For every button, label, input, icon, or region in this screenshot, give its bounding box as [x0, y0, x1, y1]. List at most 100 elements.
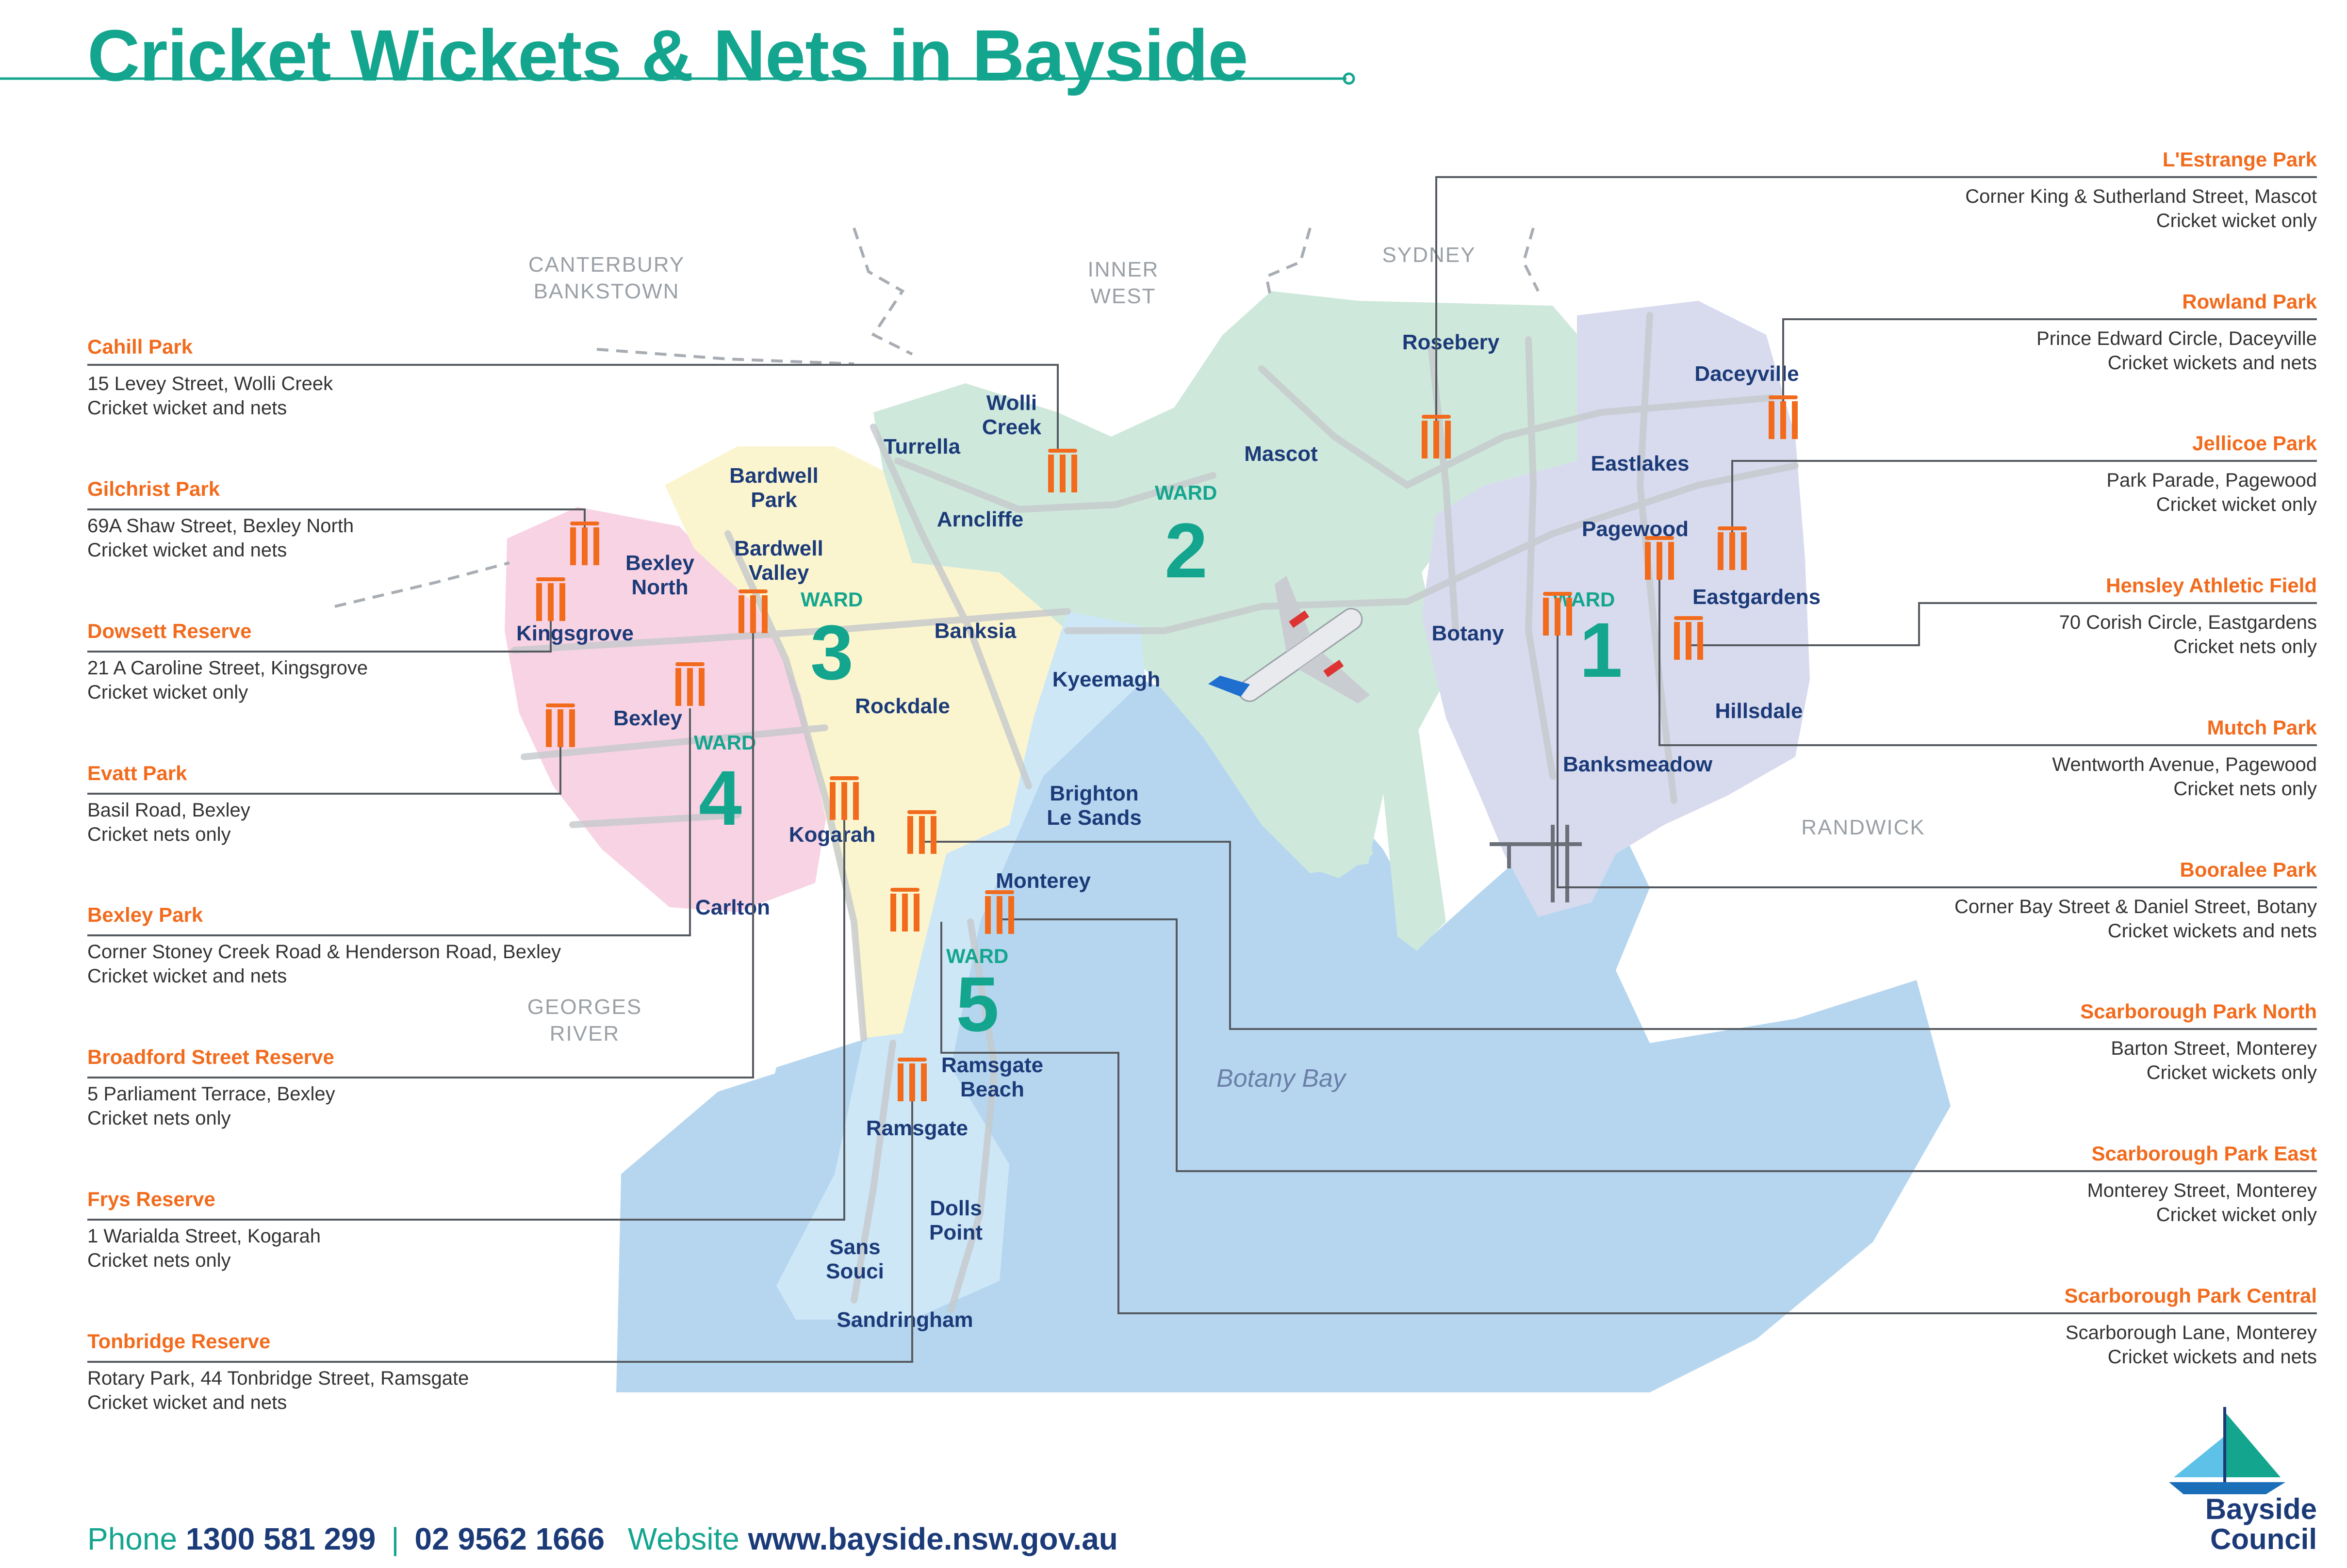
location-cahill-park: Cahill Park 15 Levey Street, Wolli Creek… [87, 334, 815, 420]
website-label: Website [627, 1521, 739, 1556]
title-underline-dot [1343, 72, 1355, 85]
suburb-kyeemagh: Kyeemagh [1052, 668, 1161, 691]
suburb-wolli-creek-line1: Wolli [986, 391, 1037, 415]
location-facilities: Cricket wicket only [2156, 494, 2317, 515]
phone-number-2[interactable]: 02 9562 1666 [414, 1521, 605, 1556]
wicket-icon-evatt-park[interactable] [546, 703, 575, 747]
location-address: 1 Warialda Street, Kogarah [87, 1225, 321, 1247]
location-rowland-park: Rowland Park Prince Edward Circle, Dacey… [1589, 289, 2317, 375]
location-address: 15 Levey Street, Wolli Creek [87, 373, 333, 394]
ward-3-number: 3 [810, 609, 853, 696]
wicket-icon-jellicoe-park[interactable] [1718, 526, 1747, 570]
suburb-rosebery: Rosebery [1402, 330, 1500, 354]
location-name: Evatt Park [87, 762, 187, 784]
location-name: Bexley Park [87, 903, 203, 926]
region-inner-west-line2: WEST [1090, 284, 1156, 308]
location-name: Cahill Park [87, 335, 193, 358]
suburb-dolls-point-line1: Dolls [930, 1196, 982, 1220]
wicket-icon-frys-reserve[interactable] [830, 776, 859, 820]
suburb-sans-souci-line2: Souci [826, 1259, 884, 1283]
ward-2-number: 2 [1165, 507, 1208, 594]
airport-runway-main [1262, 631, 1373, 878]
suburb-wolli-creek-line2: Creek [982, 415, 1042, 439]
suburb-eastgardens: Eastgardens [1692, 585, 1821, 609]
location-address: Prince Edward Circle, Daceyville [2036, 328, 2317, 349]
location-name: Rowland Park [2182, 290, 2317, 313]
suburb-botany: Botany [1431, 621, 1504, 645]
suburb-monterey: Monterey [996, 869, 1091, 893]
location-address: Corner Bay Street & Daniel Street, Botan… [1954, 896, 2317, 917]
ward-2-label: WARD [1155, 481, 1217, 504]
location-mutch-park: Mutch Park Wentworth Avenue, Pagewood Cr… [1589, 715, 2317, 801]
suburb-sans-souci-line1: Sans [829, 1235, 880, 1259]
location-facilities: Cricket wicket and nets [87, 965, 287, 987]
wicket-icon-scarborough-park-central[interactable] [890, 888, 919, 931]
suburb-daceyville: Daceyville [1694, 362, 1799, 386]
region-randwick: RANDWICK [1801, 816, 1925, 839]
phone-number-1[interactable]: 1300 581 299 [185, 1521, 376, 1556]
location-facilities: Cricket wicket and nets [87, 1392, 287, 1413]
page-title: Cricket Wickets & Nets in Bayside [87, 15, 1248, 96]
suburb-bardwell-valley-line1: Bardwell [734, 537, 823, 560]
logo-line-2: Council [2210, 1523, 2317, 1555]
location-name: Tonbridge Reserve [87, 1330, 271, 1353]
region-canterbury-line1: CANTERBURY [528, 253, 685, 277]
suburb-ramsgate-beach-line2: Beach [960, 1078, 1024, 1101]
wicket-icon-scarborough-park-east[interactable] [985, 890, 1014, 934]
suburb-brighton-line1: Brighton [1050, 782, 1138, 805]
suburb-ramsgate: Ramsgate [866, 1116, 968, 1140]
location-name: Scarborough Park North [2080, 1000, 2317, 1023]
suburb-bexley-north-line1: Bexley [625, 551, 694, 575]
phone-separator: | [391, 1521, 399, 1556]
suburb-ramsgate-beach-line1: Ramsgate [941, 1053, 1043, 1077]
location-evatt-park: Evatt Park Basil Road, Bexley Cricket ne… [87, 760, 815, 847]
botany-bay-label: Botany Bay [1216, 1064, 1347, 1093]
website-link[interactable]: www.bayside.nsw.gov.au [748, 1521, 1118, 1556]
suburb-turrella: Turrella [884, 435, 961, 458]
wicket-icon-scarborough-park-north[interactable] [907, 810, 936, 854]
region-georges-river-line1: GEORGES [527, 995, 642, 1019]
location-name: Scarborough Park Central [2064, 1284, 2317, 1307]
wicket-icon-tonbridge-reserve[interactable] [898, 1058, 927, 1101]
ward-4-area [505, 507, 830, 912]
location-address: Corner Stoney Creek Road & Henderson Roa… [87, 941, 561, 963]
location-address: 69A Shaw Street, Bexley North [87, 515, 354, 537]
location-address: Corner King & Sutherland Street, Mascot [1965, 186, 2317, 207]
suburb-bardwell-park-line2: Park [751, 488, 797, 512]
location-address: 5 Parliament Terrace, Bexley [87, 1083, 335, 1105]
location-tonbridge-reserve: Tonbridge Reserve Rotary Park, 44 Tonbri… [87, 1328, 815, 1415]
wicket-icon-cahill-park[interactable] [1048, 449, 1077, 492]
location-name: Frys Reserve [87, 1188, 215, 1210]
region-canterbury-line2: BANKSTOWN [534, 279, 680, 303]
ward-5-number: 5 [956, 961, 999, 1047]
location-name: Booralee Park [2180, 858, 2317, 881]
location-name: Mutch Park [2207, 716, 2317, 739]
location-facilities: Cricket nets only [87, 1250, 231, 1271]
location-name: Gilchrist Park [87, 477, 220, 500]
wicket-icon-lestrange-park[interactable] [1422, 415, 1451, 458]
phone-label: Phone [87, 1521, 178, 1556]
suburb-bardwell-valley-line2: Valley [749, 561, 809, 585]
location-broadford-street-reserve: Broadford Street Reserve 5 Parliament Te… [87, 1044, 815, 1130]
location-scarborough-park-east: Scarborough Park East Monterey Street, M… [1589, 1141, 2317, 1227]
suburb-bexley-north-line2: North [631, 575, 688, 599]
suburb-kogarah: Kogarah [789, 823, 875, 847]
wicket-icon-dowsett-reserve[interactable] [536, 577, 565, 621]
ward-1-number: 1 [1579, 606, 1623, 693]
location-facilities: Cricket wickets and nets [2107, 920, 2317, 942]
location-facilities: Cricket wicket only [2156, 1204, 2317, 1225]
suburb-banksia: Banksia [935, 619, 1017, 643]
location-address: Wentworth Avenue, Pagewood [2052, 754, 2317, 775]
location-bexley-park: Bexley Park Corner Stoney Creek Road & H… [87, 902, 815, 988]
suburb-carlton: Carlton [695, 896, 770, 919]
location-name: Broadford Street Reserve [87, 1045, 334, 1068]
location-address: 70 Corish Circle, Eastgardens [2059, 612, 2317, 633]
airplane-icon [1208, 575, 1370, 703]
wicket-icon-booralee-park[interactable] [1543, 592, 1572, 636]
ward-3-label: WARD [801, 588, 863, 611]
ward-3-area [665, 446, 1072, 1038]
ward-1-area [1422, 301, 1810, 917]
contact-footer: Phone 1300 581 299 | 02 9562 1666 Websit… [87, 1521, 1118, 1557]
location-address: Scarborough Lane, Monterey [2065, 1322, 2317, 1343]
